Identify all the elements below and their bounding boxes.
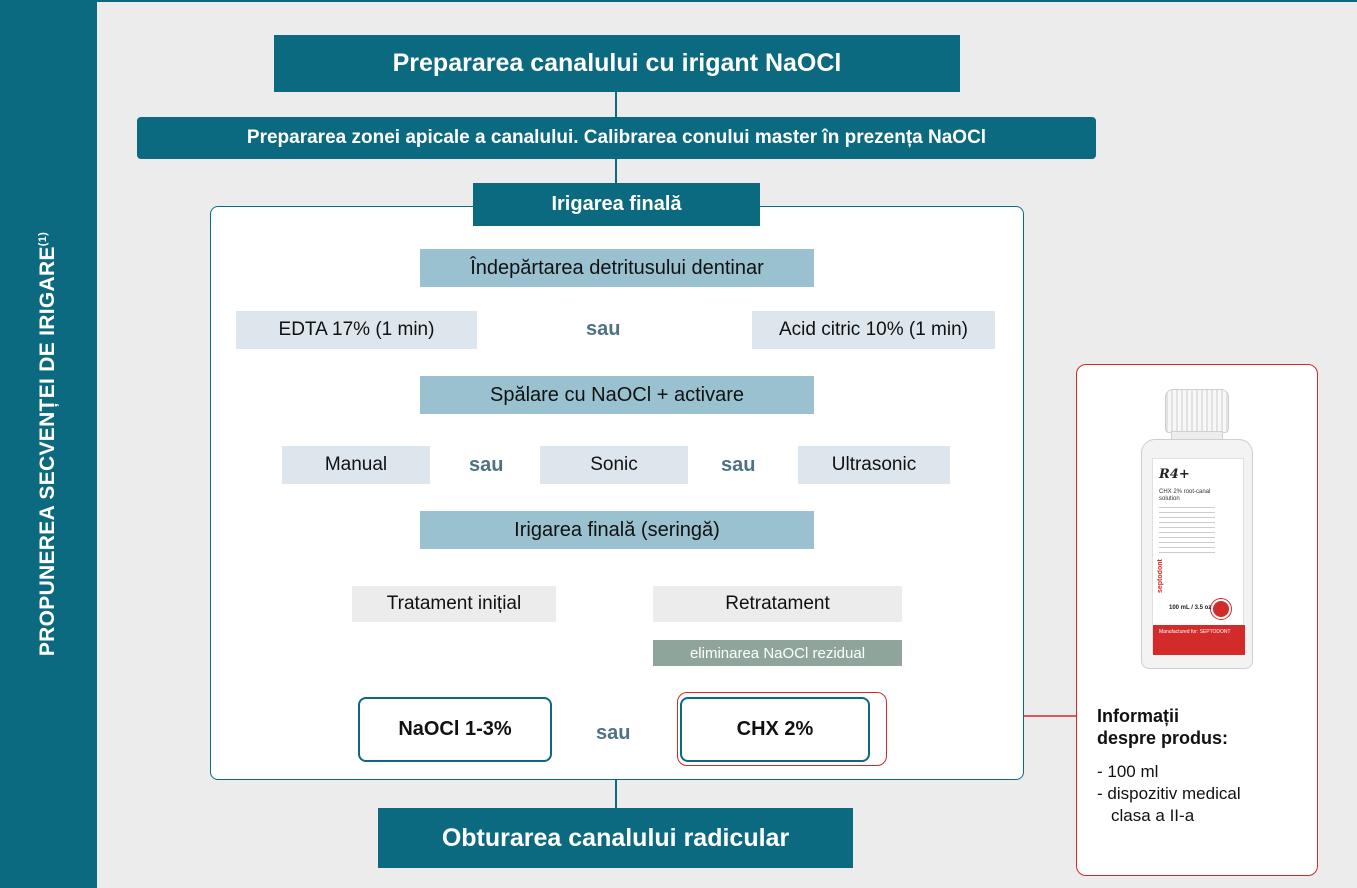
citric-acid-option-label: Acid citric 10% (1 min) [779, 319, 968, 340]
citric-acid-option: Acid citric 10% (1 min) [752, 311, 995, 349]
wash-or-separator-2: sau [721, 454, 756, 476]
product-info-item-volume: - 100 ml [1097, 762, 1159, 781]
top-rule [0, 0, 1357, 2]
ultrasonic-option: Ultrasonic [798, 446, 950, 484]
sonic-option-label: Sonic [590, 454, 638, 475]
naocl-result-text: NaOCl 1-3% [398, 718, 512, 740]
bottle-label: R4+ CHX 2% root-canal solution septodont… [1152, 458, 1245, 655]
chx-result-text: CHX 2% [736, 718, 814, 740]
bottle-maker: septodont [1157, 559, 1164, 593]
residual-naocl-note: eliminarea NaOCl rezidual [653, 640, 902, 666]
product-info-panel: R4+ CHX 2% root-canal solution septodont… [1076, 364, 1318, 876]
chx-result-box: CHX 2% [680, 697, 870, 762]
ultrasonic-option-label: Ultrasonic [831, 454, 917, 475]
step-obturation-label: Obturarea canalului radicular [441, 823, 790, 852]
result-or-separator: sau [596, 722, 631, 744]
product-info-title-line1: Informații [1097, 706, 1180, 726]
bottle-brand: R4+ [1159, 467, 1190, 482]
step-prepare-canal: Prepararea canalului cu irigant NaOCl [274, 35, 960, 92]
syringe-irrigation-title-text: Irigarea finală (seringă) [514, 518, 720, 541]
chx-callout-outline [677, 692, 887, 766]
septodont-logo-icon [1211, 599, 1231, 619]
wash-or-separator-1: sau [469, 454, 504, 476]
step-apical: Prepararea zonei apicale a canalului. Ca… [137, 117, 1096, 159]
product-info-title: Informații despre produs: [1097, 705, 1228, 749]
debris-removal-title-text: Îndepărtarea detritusului dentinar [470, 256, 764, 279]
r4-bottle-image: R4+ CHX 2% root-canal solution septodont… [1141, 389, 1253, 669]
residual-naocl-note-text: eliminarea NaOCl rezidual [689, 644, 866, 662]
wash-activation-title: Spălare cu NaOCl + activare [420, 376, 814, 414]
final-irrigation-panel [210, 206, 1024, 780]
retreatment-text: Retratament [725, 593, 830, 614]
retreatment-label: Retratament [653, 586, 902, 622]
bottle-fine-print [1159, 507, 1215, 557]
bottle-cap [1165, 389, 1229, 433]
initial-treatment-label: Tratament inițial [352, 586, 556, 622]
bottle-description: CHX 2% root-canal solution [1159, 489, 1211, 502]
manual-option: Manual [282, 446, 430, 484]
bottle-body: R4+ CHX 2% root-canal solution septodont… [1141, 439, 1253, 669]
sidebar: PROPUNEREA SECVENȚEI DE IRIGARE(1) [0, 0, 97, 888]
step-final-irrigation-label: Irigarea finală [551, 193, 682, 215]
product-info-list: - 100 ml - dispozitiv medical clasa a II… [1097, 761, 1307, 827]
bottle-red-band: Manufactured for: SEPTODONT [1153, 625, 1245, 655]
initial-treatment-text: Tratament inițial [386, 593, 522, 614]
bottle-volume: 100 mL / 3.5 oz [1169, 605, 1212, 611]
edta-option-label: EDTA 17% (1 min) [278, 319, 435, 340]
sonic-option: Sonic [540, 446, 688, 484]
debris-removal-title: Îndepărtarea detritusului dentinar [420, 249, 814, 287]
product-info-title-line2: despre produs: [1097, 728, 1229, 748]
wash-activation-title-text: Spălare cu NaOCl + activare [489, 383, 744, 406]
product-info-item-class: clasa a II-a [1111, 806, 1195, 825]
step-apical-label: Prepararea zonei apicale a canalului. Ca… [246, 127, 987, 148]
step-prepare-canal-label: Prepararea canalului cu irigant NaOCl [392, 49, 842, 77]
debris-or-separator: sau [586, 318, 621, 340]
naocl-result-box: NaOCl 1-3% [358, 697, 552, 762]
manual-option-label: Manual [324, 454, 388, 475]
syringe-irrigation-title: Irigarea finală (seringă) [420, 511, 814, 549]
product-info-item-device: - dispozitiv medical [1097, 784, 1241, 803]
step-final-irrigation: Irigarea finală [473, 183, 760, 226]
edta-option: EDTA 17% (1 min) [236, 311, 477, 349]
bottle-manufactured: Manufactured for: SEPTODONT [1159, 629, 1231, 635]
step-obturation: Obturarea canalului radicular [378, 808, 853, 868]
